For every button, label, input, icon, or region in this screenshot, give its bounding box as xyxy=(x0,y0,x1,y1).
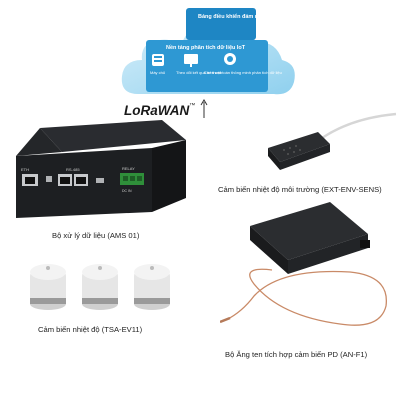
port-relay-label: RELAY xyxy=(122,166,135,171)
tsa-sensor-3 xyxy=(134,264,170,310)
env-sensor-image xyxy=(268,112,397,170)
ams01-device-image: ETH RS-485 RELAY DC IN xyxy=(16,120,186,218)
usb-port xyxy=(96,178,104,183)
port-eth-label: ETH xyxy=(21,167,29,172)
cloud-box1-text: Bảng điều khiển đám mây xyxy=(198,13,267,20)
cloud-item2: Theo dõi kết quả trên web xyxy=(176,70,223,75)
cloud-box2-title: Nền tảng phân tích dữ liệu IoT xyxy=(166,45,246,51)
caption-ams01: Bộ xử lý dữ liệu (AMS 01) xyxy=(52,231,140,240)
brain-chip-icon xyxy=(224,53,236,65)
ethernet-port xyxy=(22,174,38,186)
lorawan-logo: LoRaWAN ™ xyxy=(124,100,195,118)
copper-cable xyxy=(225,268,387,326)
small-port xyxy=(46,176,52,182)
lorawan-trademark: ™ xyxy=(189,103,196,109)
lorawan-logo-text: LoRaWAN xyxy=(124,103,190,118)
web-monitor-icon xyxy=(184,54,198,67)
caption-env-sensor: Cảm biến nhiệt độ môi trường (EXT-ENV-SE… xyxy=(218,185,382,194)
rs485-ports xyxy=(58,174,88,186)
server-icon xyxy=(152,54,164,66)
tsa-ev11-sensors-image xyxy=(30,264,170,310)
tsa-sensor-2 xyxy=(82,264,118,310)
caption-pd-sensor: Bộ Ăng ten tích hợp cảm biến PD (AN-F1) xyxy=(225,350,368,359)
pd-antenna-sensor-image xyxy=(220,202,387,326)
uplink-arrow-icon xyxy=(200,99,208,118)
port-rs485-label: RS-485 xyxy=(66,167,80,172)
caption-tsa-ev11: Cảm biến nhiệt độ (TSA-EV11) xyxy=(38,325,143,334)
port-power-label: DC IN xyxy=(122,189,132,193)
cloud-item1: Máy chủ xyxy=(150,70,165,75)
cloud-platform-diagram: Bảng điều khiển đám mây Nền tảng phân tí… xyxy=(121,8,295,95)
tsa-sensor-1 xyxy=(30,264,66,310)
relay-terminal xyxy=(120,173,144,185)
cloud-item3: Các thuật toán thông minh phân tích dữ l… xyxy=(204,70,282,75)
